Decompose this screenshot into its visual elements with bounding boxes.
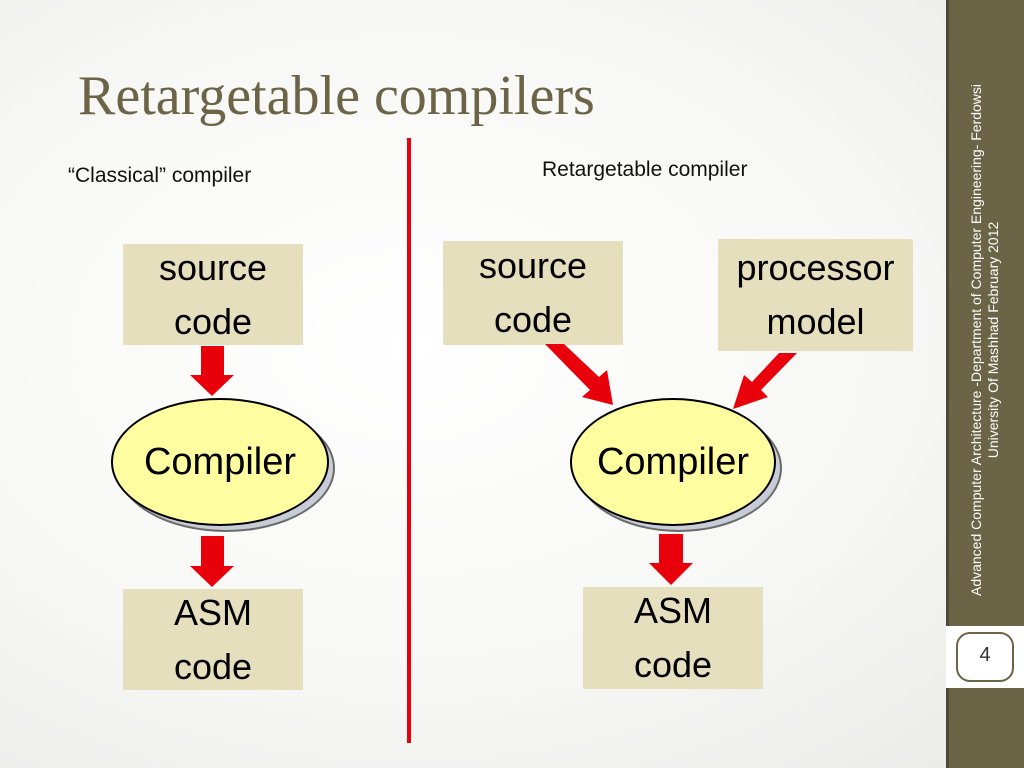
classical-compiler-heading: “Classical” compiler <box>68 164 252 187</box>
flow-arrows <box>190 344 797 587</box>
right-source-code-label: source code <box>478 245 588 340</box>
right-compiler-label: Compiler <box>596 440 750 483</box>
left-source-code-box: source code <box>123 244 303 345</box>
left-compiler-ellipse: Compiler <box>111 398 329 526</box>
arrow-source-to-compiler-left <box>190 346 234 396</box>
left-source-code-label: source code <box>158 246 268 342</box>
arrow-compiler-to-asm-left <box>190 536 234 587</box>
left-asm-code-box: ASM code <box>123 589 303 690</box>
right-source-code-box: source code <box>443 241 623 345</box>
retargetable-compiler-heading: Retargetable compiler <box>542 158 748 181</box>
arrow-compiler-to-asm-right <box>649 534 693 585</box>
footer-text: Advanced Computer Architecture -Departme… <box>968 83 1001 597</box>
arrow-source-to-compiler-right <box>545 344 613 405</box>
right-asm-code-box: ASM code <box>583 587 763 689</box>
sidebar-edge <box>946 0 949 768</box>
right-compiler-ellipse: Compiler <box>570 398 776 526</box>
page-number: 4 <box>979 644 991 666</box>
slide-title: Retargetable compilers <box>78 65 595 127</box>
left-compiler-label: Compiler <box>143 440 297 483</box>
page-number-frame <box>956 632 1014 682</box>
right-asm-code-label: ASM code <box>633 590 713 685</box>
processor-model-label: processor model <box>736 247 895 342</box>
center-divider <box>407 138 411 743</box>
arrow-processor-to-compiler <box>733 353 797 409</box>
processor-model-box: processor model <box>718 239 913 351</box>
left-asm-code-label: ASM code <box>173 591 253 687</box>
